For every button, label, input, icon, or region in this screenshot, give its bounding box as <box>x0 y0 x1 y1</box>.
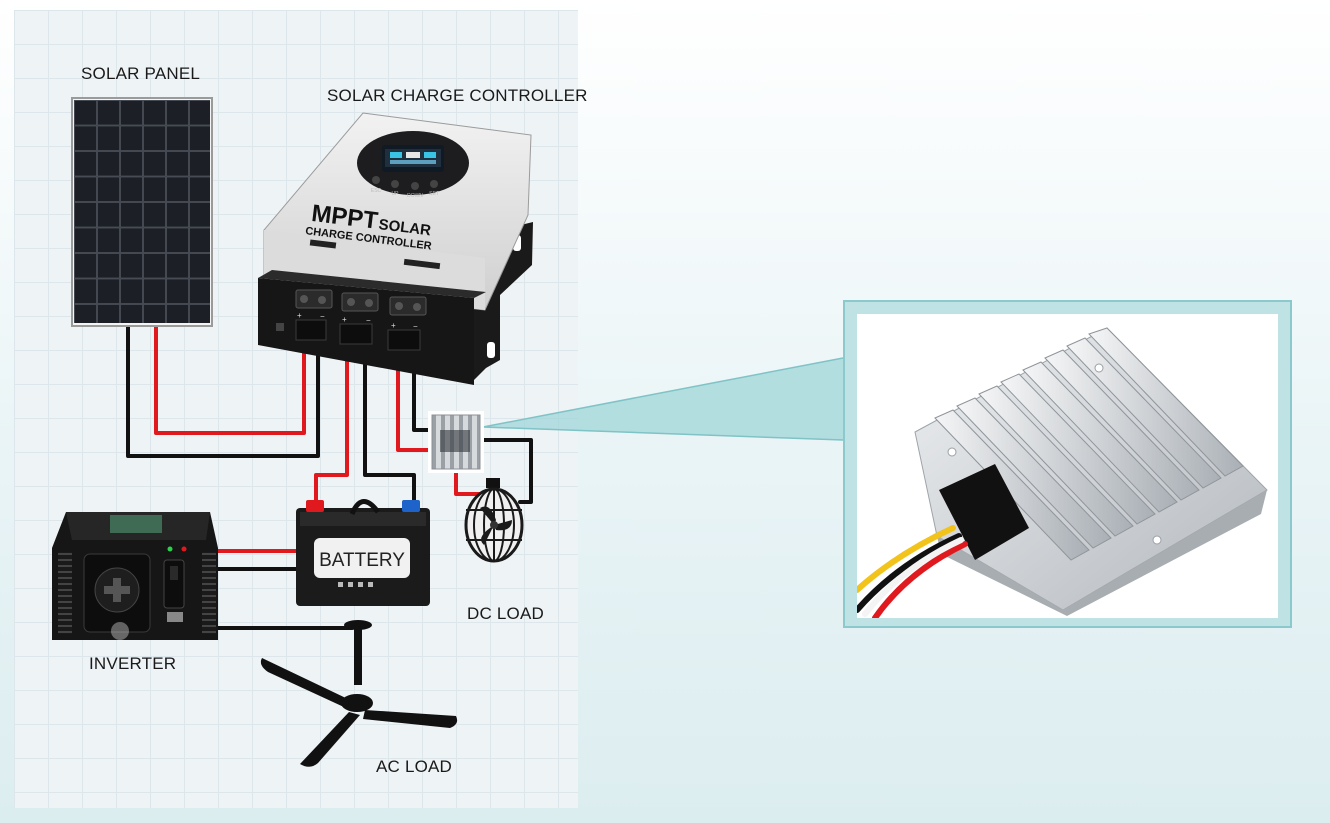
fan-pos-wire <box>454 470 482 496</box>
battery-neg-wire <box>363 338 416 510</box>
converter-zoom-frame <box>843 300 1292 628</box>
svg-text:−: − <box>413 322 418 331</box>
inverter-image <box>52 512 218 640</box>
svg-text:+: + <box>297 311 302 320</box>
callout-wedge <box>483 358 843 440</box>
svg-text:ESC: ESC <box>371 188 382 194</box>
svg-text:UP: UP <box>392 191 400 197</box>
svg-text:SOLAR: SOLAR <box>378 216 432 239</box>
solar-pos-wire <box>154 320 306 435</box>
charge-controller-image: ESC UP DOWN SET MPPT SOLAR CHARGE CONTRO… <box>258 112 533 385</box>
svg-text:SET: SET <box>429 191 439 197</box>
svg-text:+: + <box>342 315 347 324</box>
ceiling-fan-image <box>260 620 458 767</box>
dc-load-label: DC LOAD <box>467 604 544 623</box>
fan-neg-wire <box>481 438 533 504</box>
ac-load-label: AC LOAD <box>376 757 453 776</box>
load-pos-wire <box>396 338 432 452</box>
wires <box>126 320 533 630</box>
svg-text:−: − <box>320 312 325 321</box>
solar-panel-label: SOLAR PANEL <box>81 64 201 83</box>
dc-converter-closeup-image <box>854 327 1268 621</box>
svg-text:+: + <box>391 321 396 330</box>
converter-zoom-view <box>854 314 1278 621</box>
battery-image: BATTERY <box>296 499 430 606</box>
solar-panel-image <box>71 97 213 327</box>
battery-label: BATTERY <box>319 550 405 571</box>
battery-pos-wire <box>314 338 349 510</box>
dc-converter-image <box>428 411 484 473</box>
inverter-label: INVERTER <box>89 654 177 673</box>
svg-text:DOWN: DOWN <box>407 193 423 199</box>
svg-text:−: − <box>366 316 371 325</box>
fan-image <box>464 478 524 563</box>
solar-neg-wire <box>126 320 320 458</box>
controller-label: SOLAR CHARGE CONTROLLER <box>327 86 588 105</box>
